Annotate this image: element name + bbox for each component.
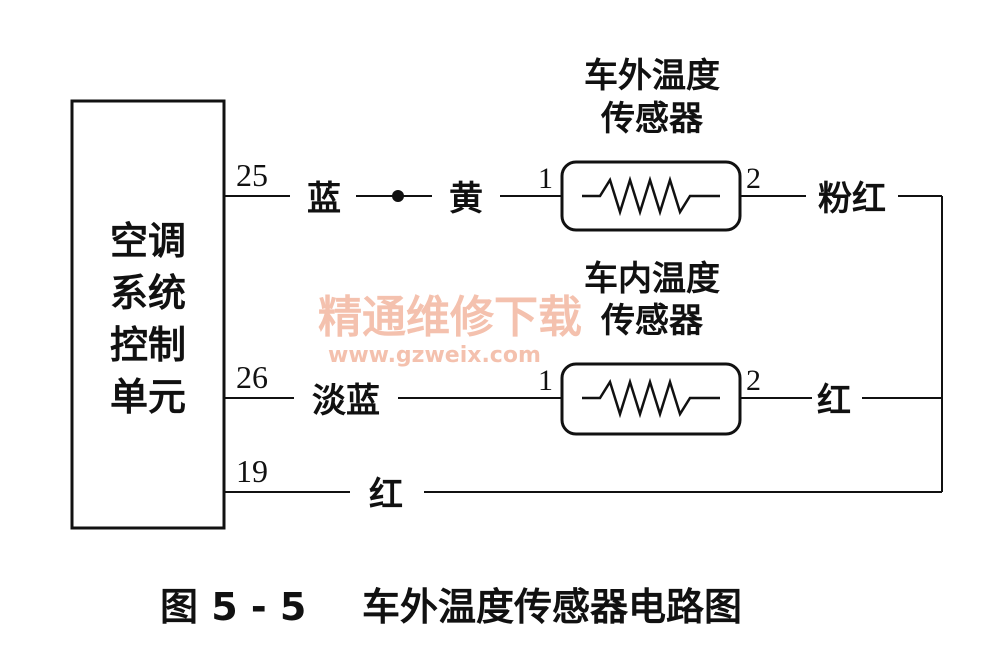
- pin-25-label: 25: [236, 157, 268, 193]
- ecu-label-line2: 系统: [110, 271, 186, 315]
- figure-title: 车外温度传感器电路图: [362, 585, 742, 629]
- ecu-label-line4: 单元: [110, 375, 186, 419]
- wire-25-color-left: 蓝: [307, 179, 341, 219]
- inside-sensor-pin2: 2: [746, 364, 761, 397]
- figure-number: 图 5 - 5: [160, 585, 306, 629]
- wire-19-color: 红: [369, 475, 403, 515]
- watermark-url: www.gzweix.com: [328, 343, 541, 368]
- outside-sensor-title-2: 传感器: [600, 99, 704, 139]
- wire-inside-out-color: 红: [817, 381, 851, 421]
- wire-26-color: 淡蓝: [312, 381, 380, 421]
- wire-connector-dot: [392, 190, 404, 202]
- inside-sensor-title-2: 传感器: [600, 301, 704, 341]
- ecu-label-line1: 空调: [110, 219, 186, 263]
- pin-19-label: 19: [236, 453, 268, 489]
- watermark-text: 精通维修下载: [318, 292, 582, 343]
- inside-sensor-pin1: 1: [538, 364, 553, 397]
- outside-sensor-title-1: 车外温度: [584, 56, 720, 96]
- inside-sensor-resistor: [582, 377, 720, 419]
- ecu-label-line3: 控制: [110, 323, 186, 367]
- outside-sensor-pin2: 2: [746, 162, 761, 195]
- outside-sensor-pin1: 1: [538, 162, 553, 195]
- pin-26-label: 26: [236, 359, 268, 395]
- wire-outside-out-color: 粉红: [818, 179, 886, 219]
- inside-sensor-title-1: 车内温度: [584, 259, 720, 299]
- wire-25-color-right: 黄: [449, 179, 483, 219]
- control-unit-box: [70, 99, 226, 530]
- outside-sensor-resistor: [582, 175, 720, 217]
